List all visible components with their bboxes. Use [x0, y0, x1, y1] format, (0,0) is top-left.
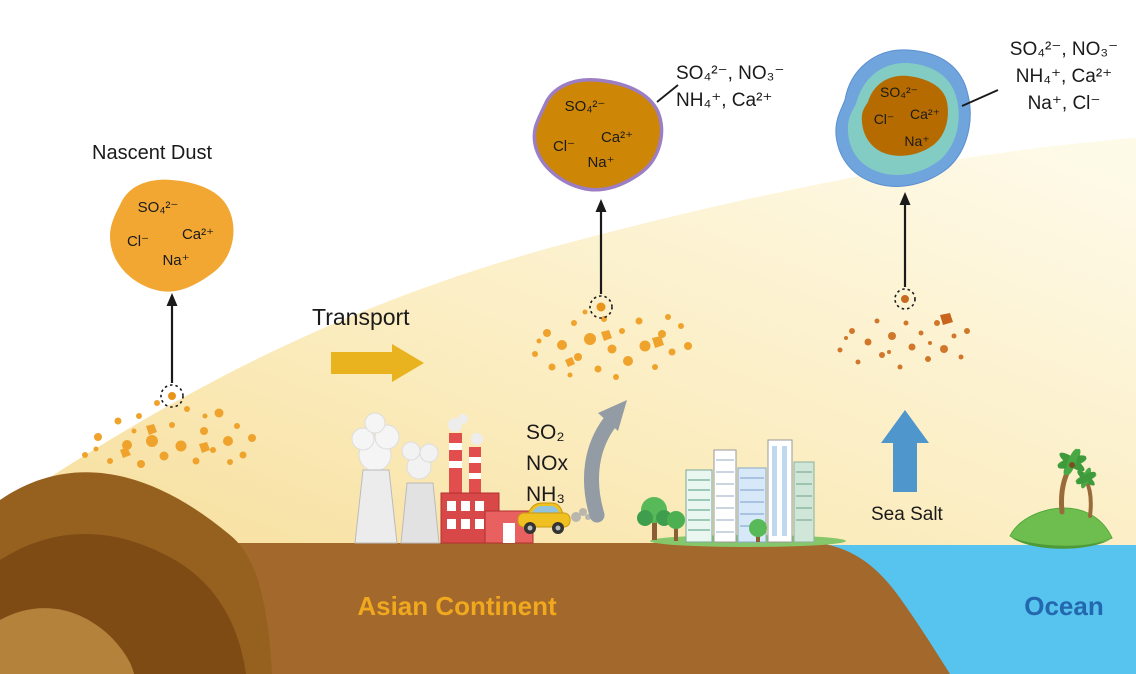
aged-coating-line-3: Na⁺, Cl⁻: [1027, 93, 1101, 114]
dotted-circle-source: [160, 384, 184, 408]
sand-dunes: [0, 472, 272, 674]
aged-coating-line-2: NH₄⁺, Ca²⁺: [1015, 66, 1113, 87]
label-pointer-transported: [656, 84, 679, 103]
background-wash: [0, 138, 1136, 674]
label-pointer-aged: [961, 89, 999, 107]
nascent-ion-ca: Ca²⁺: [181, 226, 215, 243]
transport-label: Transport: [312, 304, 410, 330]
pollutant-nh3: NH₃: [526, 483, 565, 506]
ocean-label: Ocean: [1024, 591, 1104, 621]
up-arrow-transported: [595, 199, 607, 294]
transported-dust-blob: [532, 78, 664, 192]
dust-particle-field-transported: [532, 309, 692, 380]
aged-ion-so4: SO₄²⁻: [880, 84, 918, 100]
aged-coating-line-1: SO₄²⁻, NO₃⁻: [1009, 39, 1119, 60]
island-illustration: [1009, 448, 1113, 549]
city-illustration: [637, 439, 846, 547]
aged-blob-core: [861, 75, 948, 156]
aged-ion-na: Na⁺: [904, 133, 930, 149]
dust-particle-field-source: [82, 400, 256, 468]
car-illustration: [517, 502, 591, 534]
transported-coating-line-2: NH₄⁺, Ca²⁺: [676, 90, 773, 111]
aged-ion-ca: Ca²⁺: [910, 106, 940, 122]
transported-coating-label: SO₄²⁻, NO₃⁻ NH₄⁺, Ca²⁺: [676, 60, 784, 114]
transported-ion-so4: SO₄²⁻: [564, 98, 606, 115]
aged-ion-cl: Cl⁻: [873, 111, 895, 127]
aged-dust-blob: [835, 49, 971, 187]
nascent-dust-label: Nascent Dust: [92, 142, 213, 164]
transported-coating-line-1: SO₄²⁻, NO₃⁻: [676, 63, 785, 84]
up-arrow-source: [166, 293, 178, 383]
dotted-circle-transported: [589, 295, 613, 319]
aged-coating-label: SO₄²⁻, NO₃⁻ NH₄⁺, Ca²⁺ Na⁺, Cl⁻: [1010, 36, 1118, 117]
dust-particle-field-aged: [837, 313, 970, 370]
nascent-ion-cl: Cl⁻: [126, 233, 150, 250]
transported-ion-ca: Ca²⁺: [600, 129, 634, 146]
continent-label: Asian Continent: [357, 591, 557, 621]
nascent-ion-na: Na⁺: [162, 252, 190, 269]
factory-illustration: [351, 412, 534, 544]
nascent-ion-so4: SO₄²⁻: [137, 199, 179, 216]
pollutant-so2: SO₂: [526, 421, 565, 444]
dotted-circle-aged: [894, 288, 916, 310]
nascent-dust-blob: [109, 179, 234, 292]
transported-ion-na: Na⁺: [587, 154, 615, 171]
up-arrow-aged: [899, 192, 911, 287]
sea-salt-arrow-icon: [881, 410, 929, 492]
pollution-uptake-arrow-icon: [584, 400, 627, 523]
sea-salt-label: Sea Salt: [871, 504, 943, 525]
transport-arrow-icon: [331, 344, 424, 382]
transported-ion-cl: Cl⁻: [552, 138, 576, 155]
pollutant-nox: NOx: [526, 452, 568, 475]
